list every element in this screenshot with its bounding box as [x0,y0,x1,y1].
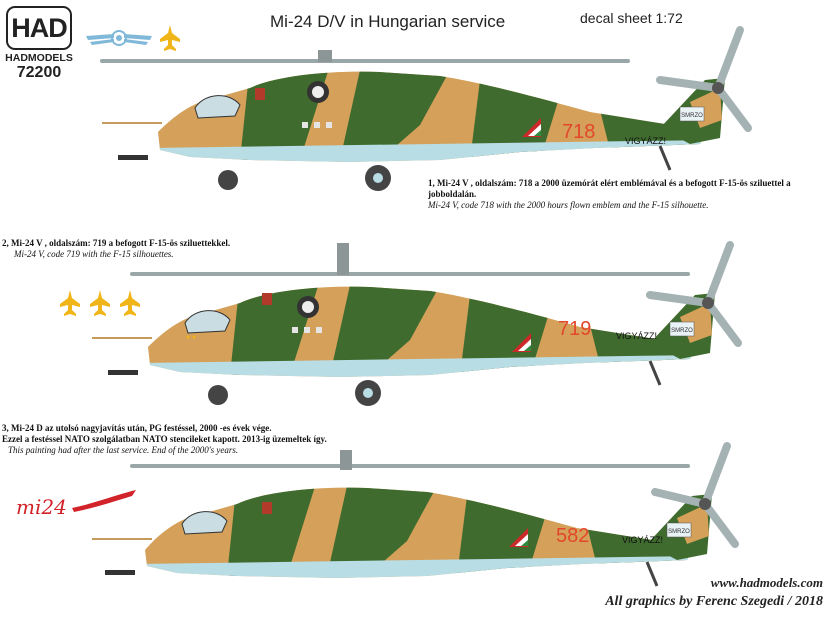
tail-emblem-text: SMRZO [668,529,690,535]
caption-1-english: Mi-24 V, code 718 with the 2000 hours fl… [428,200,709,210]
tail-warning-text: VIGYÁZZ! [625,136,666,146]
caption-3: 3, Mi-24 D az utolsó nagyjavítás után, P… [2,423,422,456]
logo-text: HAD [11,12,67,43]
helicopter-profile-1: SMRZO 718 VIGYÁZZ! [100,26,752,191]
caption-1-hungarian: 1, Mi-24 V , oldalszám: 718 a 2000 üzemó… [428,178,791,199]
caption-3-hungarian-1: 3, Mi-24 D az utolsó nagyjavítás után, P… [2,423,272,433]
product-code: 72200 [16,64,62,81]
side-number-718: 718 [562,121,595,143]
mi24-emblem-logo: mi24 [16,490,136,519]
f15-silhouette-icon [160,25,180,51]
had-logo: HAD [6,6,72,50]
caption-1: 1, Mi-24 V , oldalszám: 718 a 2000 üzemó… [428,178,828,211]
page-title: Mi-24 D/V in Hungarian service [270,12,506,31]
unit-badge [262,293,272,305]
f15-kill-markings [60,290,140,316]
website-url: www.hadmodels.com [710,575,823,590]
f15-silhouette-icon [60,290,80,316]
f15-silhouette-icon [90,290,110,316]
side-number-719: 719 [558,318,591,340]
tail-emblem-text: SMRZO [671,328,693,334]
caption-2-english: Mi-24 V, code 719 with the F-15 silhouet… [14,249,174,259]
caption-3-english: This painting had after the last service… [8,445,239,455]
air-force-wings-icon [86,30,152,46]
decal-sheet-scale: decal sheet 1:72 [580,10,683,26]
tail-warning-text: VIGYÁZZ! [622,535,663,545]
helicopter-profile-3: SMRZO 582 VIGYÁZZ! [92,442,739,587]
svg-text:mi24: mi24 [16,495,67,519]
helicopter-profile-2: SMRZO 719 VIGYÁZZ! [92,241,742,406]
side-number-582: 582 [556,525,589,547]
caption-3-hungarian-2: Ezzel a festéssel NATO szolgálatban NATO… [2,434,327,444]
graphics-credit: All graphics by Ferenc Szegedi / 2018 [605,594,823,609]
unit-badge [255,88,265,100]
caption-2-hungarian: 2, Mi-24 V , oldalszám: 719 a befogott F… [2,238,231,248]
unit-badge [262,502,272,514]
tail-warning-text: VIGYÁZZ! [616,331,657,341]
brand-name: HADMODELS [5,52,73,64]
tail-emblem-text: SMRZO [681,113,703,119]
caption-2: 2, Mi-24 V , oldalszám: 719 a befogott F… [2,238,332,260]
f15-silhouette-icon [120,290,140,316]
